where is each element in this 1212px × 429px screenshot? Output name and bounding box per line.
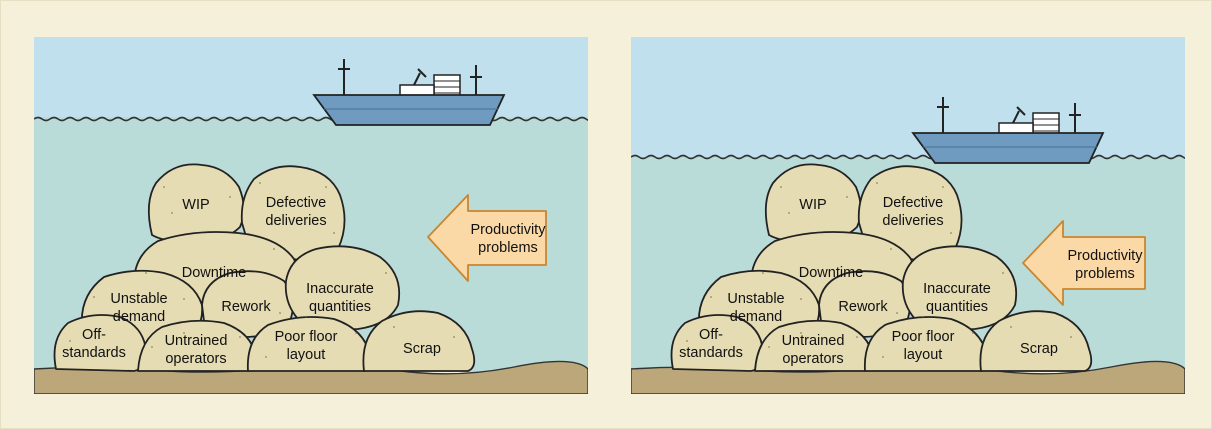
rock-label-untrained-2: operators bbox=[782, 351, 843, 367]
rock-label-off-2: standards bbox=[62, 345, 126, 361]
rock-label-defective-1: Defective bbox=[883, 195, 943, 211]
rock-label-scrap: Scrap bbox=[1020, 341, 1058, 357]
arrow-label-2: problems bbox=[478, 240, 538, 256]
rock-label-off-1: Off- bbox=[82, 327, 106, 343]
rock-label-unstable-1: Unstable bbox=[727, 291, 784, 307]
rock-label-downtime: Downtime bbox=[182, 265, 246, 281]
rock-label-off-1: Off- bbox=[699, 327, 723, 343]
rock-label-downtime: Downtime bbox=[799, 265, 863, 281]
sky bbox=[631, 37, 1185, 159]
left-arrow-icon bbox=[427, 194, 547, 282]
rock-label-untrained-1: Untrained bbox=[782, 333, 845, 349]
rock-label-untrained-1: Untrained bbox=[165, 333, 228, 349]
ship-icon bbox=[911, 97, 1105, 164]
rock-texture bbox=[686, 182, 1072, 358]
rock-scrap bbox=[979, 310, 1093, 372]
rock-label-unstable-1: Unstable bbox=[110, 291, 167, 307]
rock-label-poor-2: layout bbox=[287, 347, 326, 363]
rock-label-defective-2: deliveries bbox=[265, 213, 326, 229]
rock-label-poor-2: layout bbox=[904, 347, 943, 363]
rock-scrap bbox=[362, 310, 476, 372]
rock-label-untrained-2: operators bbox=[165, 351, 226, 367]
sky bbox=[34, 37, 588, 119]
rock-label-poor-1: Poor floor bbox=[892, 329, 955, 345]
rock-label-poor-1: Poor floor bbox=[275, 329, 338, 345]
arrow-label-1: Productivity bbox=[1068, 248, 1144, 264]
rock-label-rework: Rework bbox=[838, 299, 888, 315]
rock-label-unstable-2: demand bbox=[730, 309, 782, 325]
rock-label-wip: WIP bbox=[182, 197, 209, 213]
rock-label-defective-1: Defective bbox=[266, 195, 326, 211]
rock-label-scrap: Scrap bbox=[403, 341, 441, 357]
rock-label-wip: WIP bbox=[799, 197, 826, 213]
rock-label-inaccurate-1: Inaccurate bbox=[306, 281, 374, 297]
rock-label-defective-2: deliveries bbox=[882, 213, 943, 229]
panel-low-water: WIP Defective deliveries Downtime Unstab… bbox=[631, 37, 1185, 394]
ship-icon bbox=[312, 59, 506, 126]
rock-label-off-2: standards bbox=[679, 345, 743, 361]
rock-label-inaccurate-2: quantities bbox=[926, 299, 988, 315]
left-arrow-icon bbox=[1022, 220, 1146, 306]
rock-texture bbox=[69, 182, 455, 358]
wave-icon bbox=[631, 154, 1185, 160]
rock-label-inaccurate-1: Inaccurate bbox=[923, 281, 991, 297]
rock-label-inaccurate-2: quantities bbox=[309, 299, 371, 315]
rock-label-rework: Rework bbox=[221, 299, 271, 315]
wave-icon bbox=[34, 116, 588, 122]
panel-high-water: WIP Defective deliveries Downtime Unstab… bbox=[34, 37, 588, 394]
arrow-label-1: Productivity bbox=[471, 222, 547, 238]
arrow-label-2: problems bbox=[1075, 266, 1135, 282]
rock-label-unstable-2: demand bbox=[113, 309, 165, 325]
